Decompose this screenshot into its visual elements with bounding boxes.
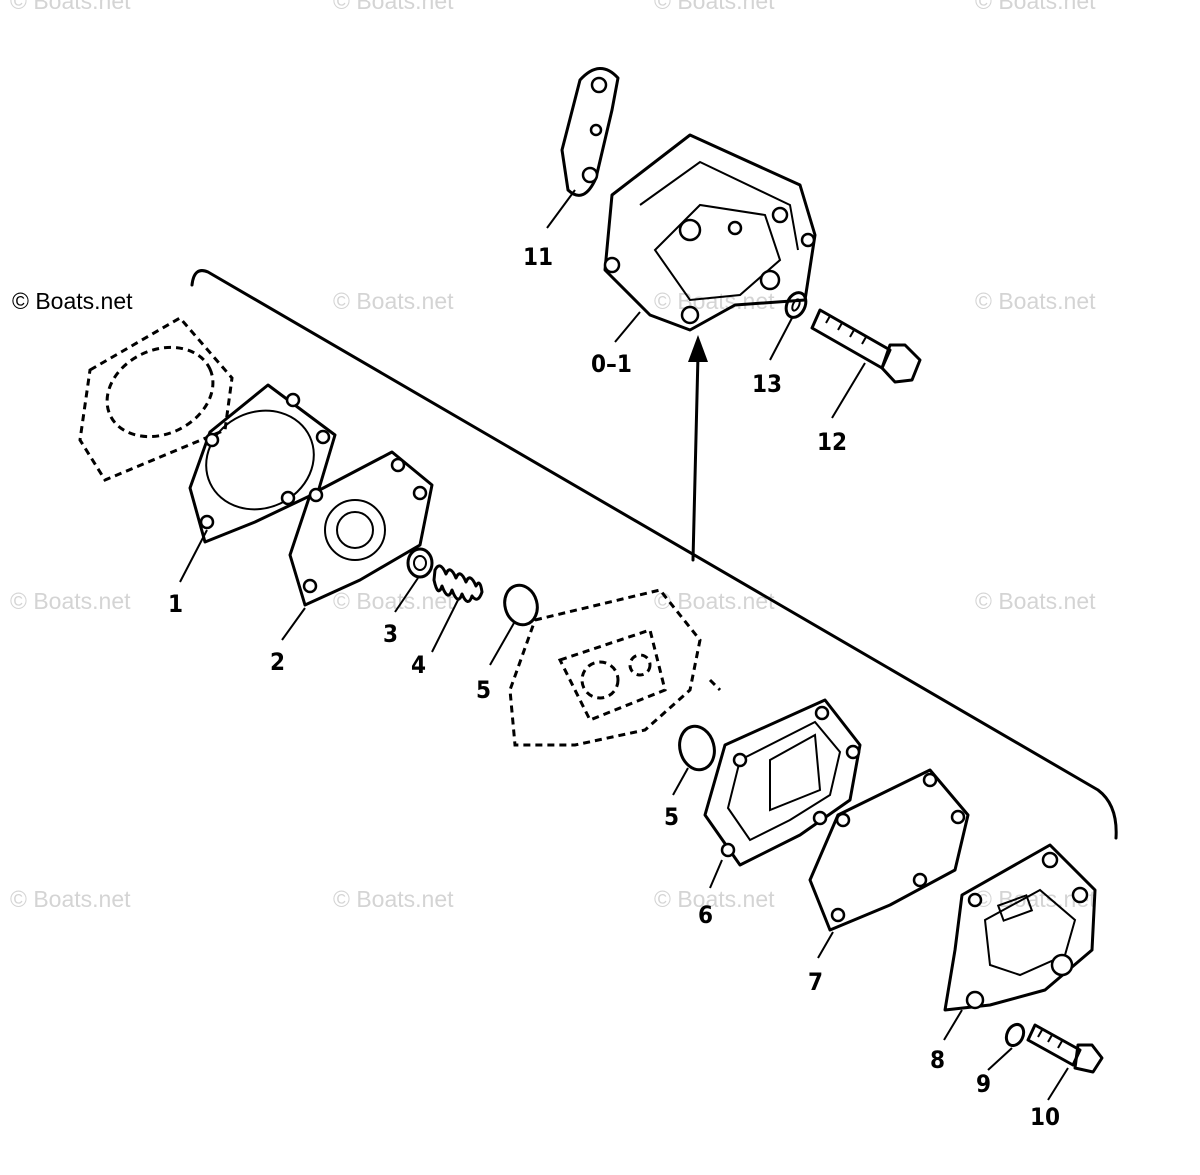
- watermark: © Boats.net: [654, 288, 775, 314]
- part-1-gasket: [188, 383, 337, 544]
- watermark: © Boats.net: [654, 588, 775, 614]
- callout-8: 8: [930, 1046, 945, 1074]
- watermark: © Boats.net: [333, 588, 454, 614]
- watermark: © Boats.net: [10, 886, 131, 912]
- pump-cover-phantom: [78, 316, 234, 482]
- callout-7: 7: [808, 968, 823, 996]
- watermark: © Boats.net: [654, 886, 775, 912]
- part-0-1-fuel-pump-assembly: [603, 133, 817, 332]
- callout-9: 9: [976, 1070, 991, 1098]
- part-13-lock-washer: [784, 291, 808, 319]
- watermark: © Boats.net: [333, 288, 454, 314]
- callout-10: 10: [1030, 1103, 1060, 1131]
- part-7-diaphragm: [808, 768, 970, 932]
- part-5-check-valve: [678, 724, 716, 772]
- pump-body-phantom: [508, 588, 722, 747]
- leader-lines: [179, 189, 1069, 1101]
- watermark: © Boats.net: [975, 588, 1096, 614]
- part-2-diaphragm: [288, 450, 434, 607]
- callout-3: 3: [383, 620, 398, 648]
- part-12-screw: [810, 308, 922, 384]
- part-6-gasket: [703, 698, 862, 867]
- watermark: © Boats.net: [975, 0, 1096, 14]
- callout-6: 6: [698, 901, 713, 929]
- assembly-arrow-head: [688, 335, 708, 362]
- callout-12: 12: [817, 428, 847, 456]
- watermark: © Boats.net: [10, 588, 131, 614]
- callout-0-1: 0–1: [591, 350, 632, 378]
- callout-2: 2: [270, 648, 285, 676]
- callout-1: 1: [168, 590, 183, 618]
- part-5-check-valve: [503, 583, 539, 627]
- callout-13: 13: [752, 370, 782, 398]
- assembly-arrow-shaft: [691, 353, 700, 562]
- watermark: © Boats.net: [10, 0, 131, 14]
- watermark: © Boats.net: [654, 0, 775, 14]
- part-11-mounting-gasket: [560, 67, 620, 197]
- callout-11: 11: [523, 243, 553, 271]
- copyright-notice: © Boats.net: [12, 288, 133, 314]
- callout-4: 4: [411, 651, 426, 679]
- callout-5: 5: [476, 676, 491, 704]
- part-4-spring: [432, 564, 484, 603]
- assembly-bracket: [190, 269, 1118, 840]
- part-8-pump-cover: [943, 843, 1097, 1012]
- callout-5: 5: [664, 803, 679, 831]
- part-10-screw: [1026, 1023, 1104, 1074]
- part-3-spring-cap: [406, 547, 434, 579]
- watermark: © Boats.net: [975, 288, 1096, 314]
- part-9-lock-washer: [1004, 1022, 1026, 1048]
- watermark: © Boats.net: [333, 886, 454, 912]
- watermark: © Boats.net: [333, 0, 454, 14]
